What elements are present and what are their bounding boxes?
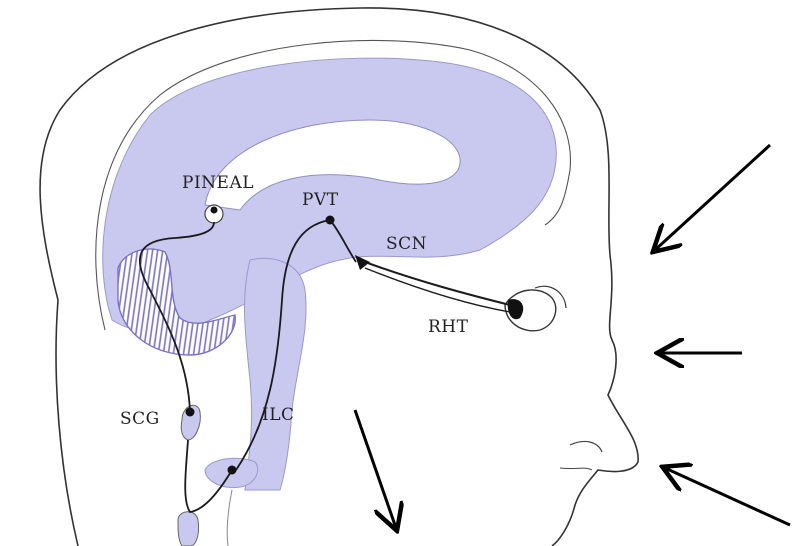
label-scg: SCG <box>120 409 160 429</box>
pineal-dot <box>211 207 218 214</box>
spinal-cord <box>227 490 232 546</box>
label-pineal: PINEAL <box>182 173 254 193</box>
mouth <box>560 468 592 470</box>
brainstem <box>245 258 307 490</box>
rht-tract-2 <box>365 268 510 312</box>
arrow-chin <box>665 468 790 525</box>
scn-node <box>355 255 370 270</box>
nostril <box>570 441 602 452</box>
arrow-jaw <box>355 410 396 528</box>
spinal-bottom <box>178 512 199 546</box>
label-pvt: PVT <box>302 190 339 210</box>
label-scn: SCN <box>386 234 427 254</box>
label-rht: RHT <box>428 317 469 337</box>
arrow-forehead <box>655 145 770 250</box>
label-ilc: ILC <box>262 405 295 425</box>
rht-tract <box>365 262 510 305</box>
